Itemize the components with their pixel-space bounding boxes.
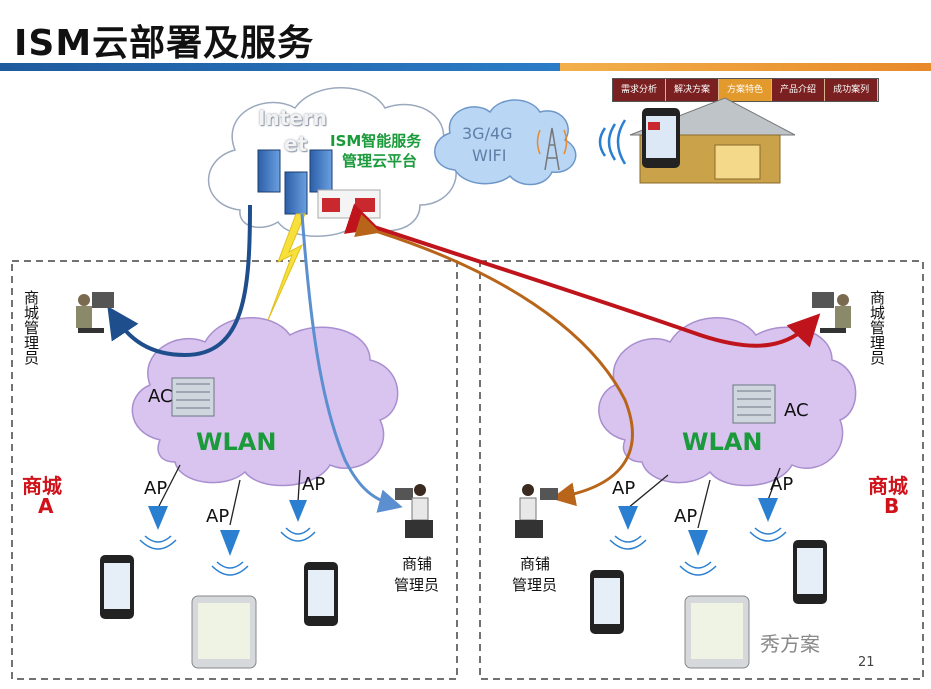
mall-b-name-line1: 商城 [868, 474, 908, 498]
ap-b-label-3: AP [770, 474, 794, 495]
slide-title: ISM云部署及服务 [14, 23, 315, 64]
title-bar-orange [560, 63, 931, 71]
access-controller-a-icon [171, 377, 215, 417]
ap-a-label-1: AP [144, 478, 168, 499]
tab-cases[interactable]: 成功案列 [825, 79, 879, 101]
mall-a-manager-person-icon [76, 292, 114, 333]
tab-products[interactable]: 产品介绍 [772, 79, 826, 101]
ap-b-label-2: AP [674, 506, 698, 527]
platform-label-line1: ISM智能服务 [330, 132, 422, 150]
nav-tabs: 需求分析 解决方案 方案特色 产品介绍 成功案列 [612, 78, 880, 102]
shop-a-manager-line1: 商铺 [402, 555, 433, 573]
shop-b-manager-line2: 管理员 [512, 576, 558, 594]
arrow-platform-mall-a-manager [107, 204, 252, 358]
mall-b-name-line2: B [884, 494, 900, 518]
shop-b-manager-person-icon [515, 484, 558, 538]
smartphone-icons [100, 540, 827, 634]
page-number: 21 [858, 655, 875, 670]
tablet-icons [191, 595, 750, 669]
wlan-b-label: WLAN [682, 428, 763, 456]
access-point-icons-a [148, 500, 307, 556]
wlan-a-label: WLAN [196, 428, 277, 456]
access-point-icons-b [618, 498, 778, 556]
watermark: 秀方案 [760, 632, 820, 656]
title-bar-blue [0, 63, 931, 71]
ac-b-label: AC [784, 400, 809, 421]
mobile-network-cloud [434, 99, 577, 186]
shop-b-manager-line1: 商铺 [520, 555, 551, 573]
cell-tower-icon [536, 127, 568, 171]
arrow-platform-shop-b-manager [354, 214, 634, 507]
ap-links-b [627, 467, 781, 529]
tab-requirement[interactable]: 需求分析 [613, 79, 667, 101]
access-controller-b-icon [732, 384, 776, 424]
mobile-label-line2: WIFI [472, 146, 507, 165]
wireless-signal-icon [598, 119, 627, 165]
ap-links-a [157, 464, 301, 526]
home-icon [629, 97, 796, 184]
tab-features[interactable]: 方案特色 [719, 79, 773, 101]
ap-b-label-1: AP [612, 478, 636, 499]
platform-label-line2: 管理云平台 [342, 152, 418, 170]
shop-a-manager-line2: 管理员 [394, 576, 440, 594]
tab-solution[interactable]: 解决方案 [666, 79, 720, 101]
ap-signal-waves [139, 527, 787, 576]
mall-b-manager-label: 商城管理员 [868, 290, 886, 365]
internet-label-line2: et [284, 132, 308, 156]
mobile-label-line1: 3G/4G [462, 124, 513, 143]
internet-label-line1: Intern [258, 106, 327, 130]
ap-a-label-2: AP [206, 506, 230, 527]
mall-a-name-line1: 商城 [22, 474, 62, 498]
shop-a-manager-person-icon [395, 484, 433, 538]
ap-a-label-3: AP [302, 474, 326, 495]
mall-a-name-line2: A [38, 494, 54, 518]
mall-b-manager-person-icon [812, 292, 851, 333]
mall-a-manager-label: 商城管理员 [22, 290, 40, 365]
ac-a-label: AC [148, 386, 173, 407]
